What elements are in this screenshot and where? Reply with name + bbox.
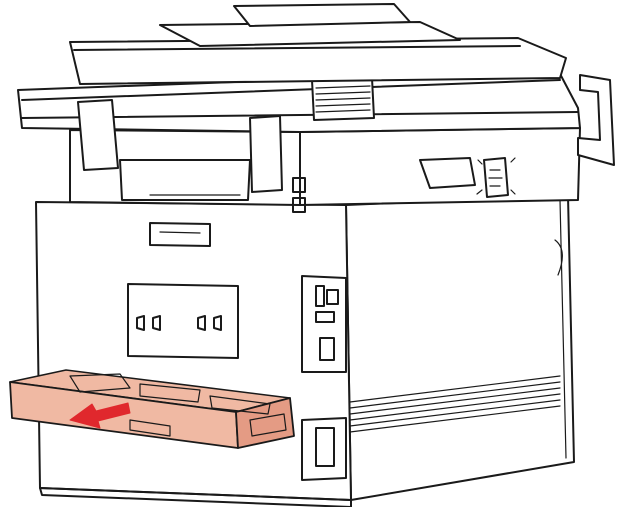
left-hinge [77,99,119,171]
right-hinge [249,115,283,193]
printer-side-panel [345,195,575,501]
lid-vent-slats [311,77,375,121]
printer-upper-section [69,127,581,213]
lid-side-handle [577,74,615,166]
indicator-light-icon [476,157,516,198]
rear-connector-plate [127,283,239,359]
side-vent-slats [349,375,561,433]
pull-out-arrow-icon [69,402,131,429]
rear-handle-recess [149,222,211,247]
document-feeder [69,3,567,85]
interface-port-strip [301,275,347,373]
printer-rear-panel [35,201,352,507]
output-bin [119,159,251,201]
